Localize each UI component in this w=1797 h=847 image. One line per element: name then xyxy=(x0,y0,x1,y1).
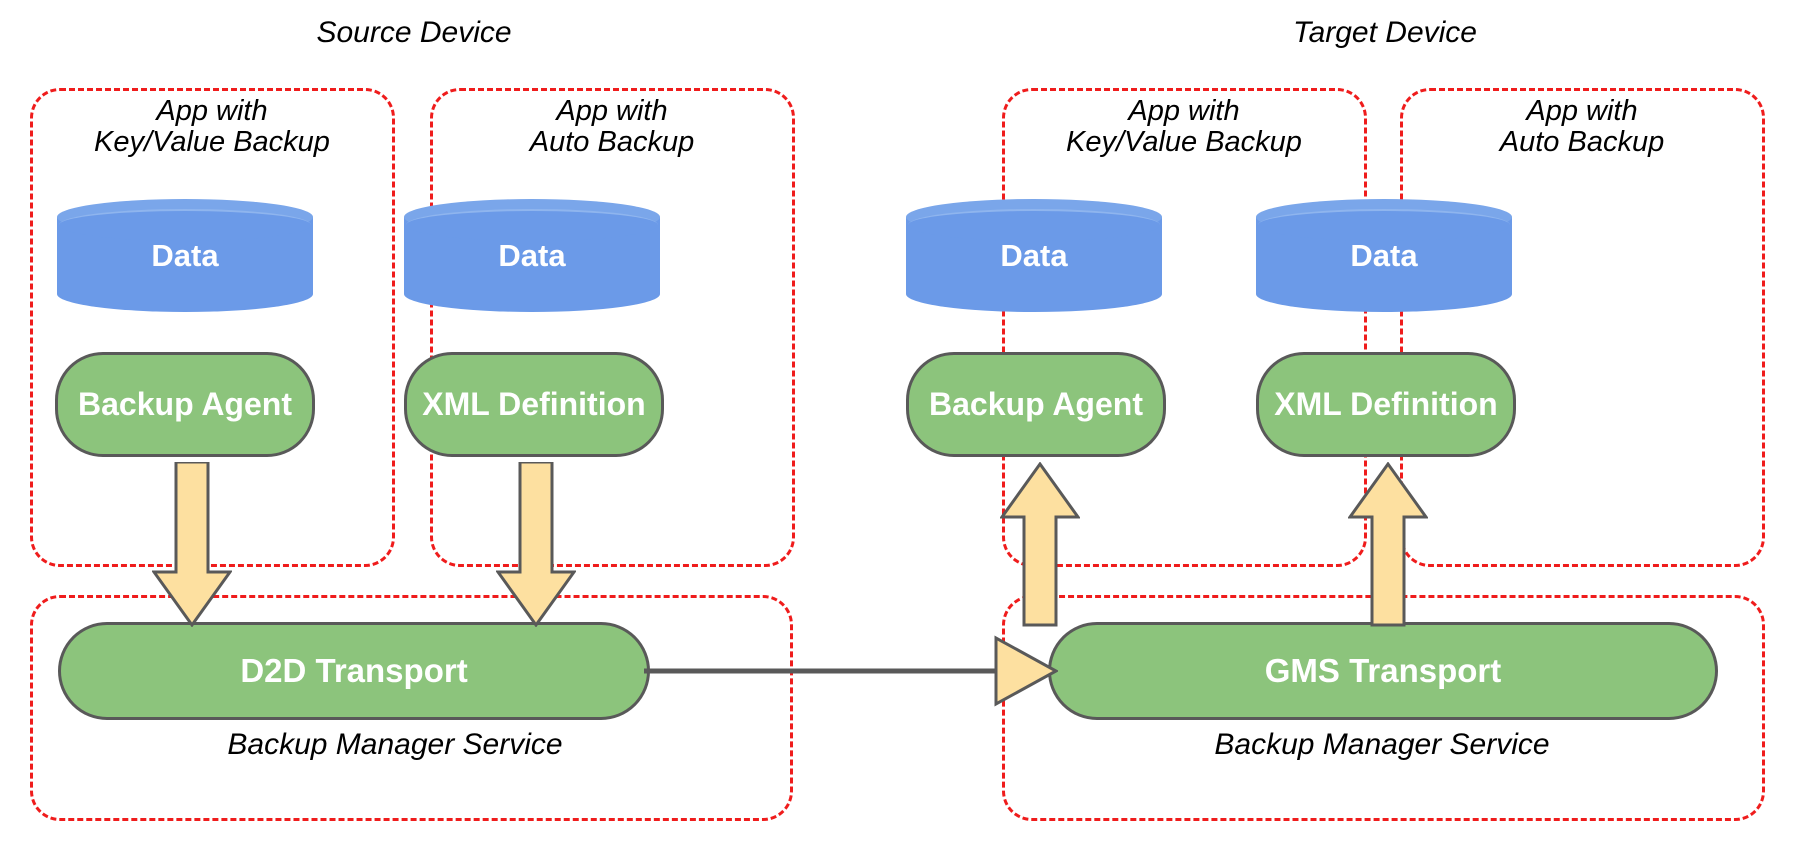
cylinder-top-inner xyxy=(406,209,658,241)
app-container-source-key-value-backup xyxy=(30,88,395,567)
arrow-gms-to-target-auto xyxy=(1348,462,1428,627)
app-title-line2: Key/Value Backup xyxy=(1066,126,1302,159)
data-cylinder-source-auto: Data xyxy=(404,199,660,312)
app-title-line1: App with xyxy=(156,95,268,127)
data-label: Data xyxy=(1350,237,1418,273)
component-gms-transport[interactable]: GMS Transport xyxy=(1048,622,1718,720)
arrow-d2d-to-gms-transport xyxy=(644,635,1058,707)
component-d2d-transport[interactable]: D2D Transport xyxy=(58,622,650,720)
app-title-line1: App with xyxy=(556,95,668,127)
arrow-source-key-value-to-d2d xyxy=(152,462,232,627)
app-title-line2: Auto Backup xyxy=(1499,126,1665,159)
service-label-target: Backup Manager Service xyxy=(1214,728,1550,761)
component-backup-agent-target[interactable]: Backup Agent xyxy=(906,352,1166,457)
component-xml-definition-target[interactable]: XML Definition xyxy=(1256,352,1516,457)
service-label-source: Backup Manager Service xyxy=(227,728,563,761)
component-backup-agent-source[interactable]: Backup Agent xyxy=(55,352,315,457)
data-label: Data xyxy=(498,237,566,273)
app-title-line1: App with xyxy=(1128,95,1240,127)
cylinder-top-inner xyxy=(1258,209,1510,241)
data-label: Data xyxy=(1000,237,1068,273)
data-label: Data xyxy=(151,237,219,273)
app-container-source-auto-backup xyxy=(430,88,795,567)
cylinder-top-inner xyxy=(908,209,1160,241)
app-title-line2: Key/Value Backup xyxy=(94,126,330,159)
source-device-caption: Source Device xyxy=(316,16,512,49)
app-container-target-key-value-backup xyxy=(1002,88,1367,567)
target-device-caption: Target Device xyxy=(1293,16,1477,49)
service-container-source-backup-manager xyxy=(30,595,793,821)
arrow-source-auto-to-d2d xyxy=(496,462,576,627)
arrow-gms-to-target-key-value xyxy=(1000,462,1080,627)
cylinder-top-inner xyxy=(59,209,311,241)
data-cylinder-source-key-value: Data xyxy=(57,199,313,312)
component-xml-definition-source[interactable]: XML Definition xyxy=(404,352,664,457)
app-container-target-auto-backup xyxy=(1400,88,1765,567)
data-cylinder-target-auto: Data xyxy=(1256,199,1512,312)
app-title-line2: Auto Backup xyxy=(529,126,695,159)
data-cylinder-target-key-value: Data xyxy=(906,199,1162,312)
app-title-line1: App with xyxy=(1526,95,1638,127)
